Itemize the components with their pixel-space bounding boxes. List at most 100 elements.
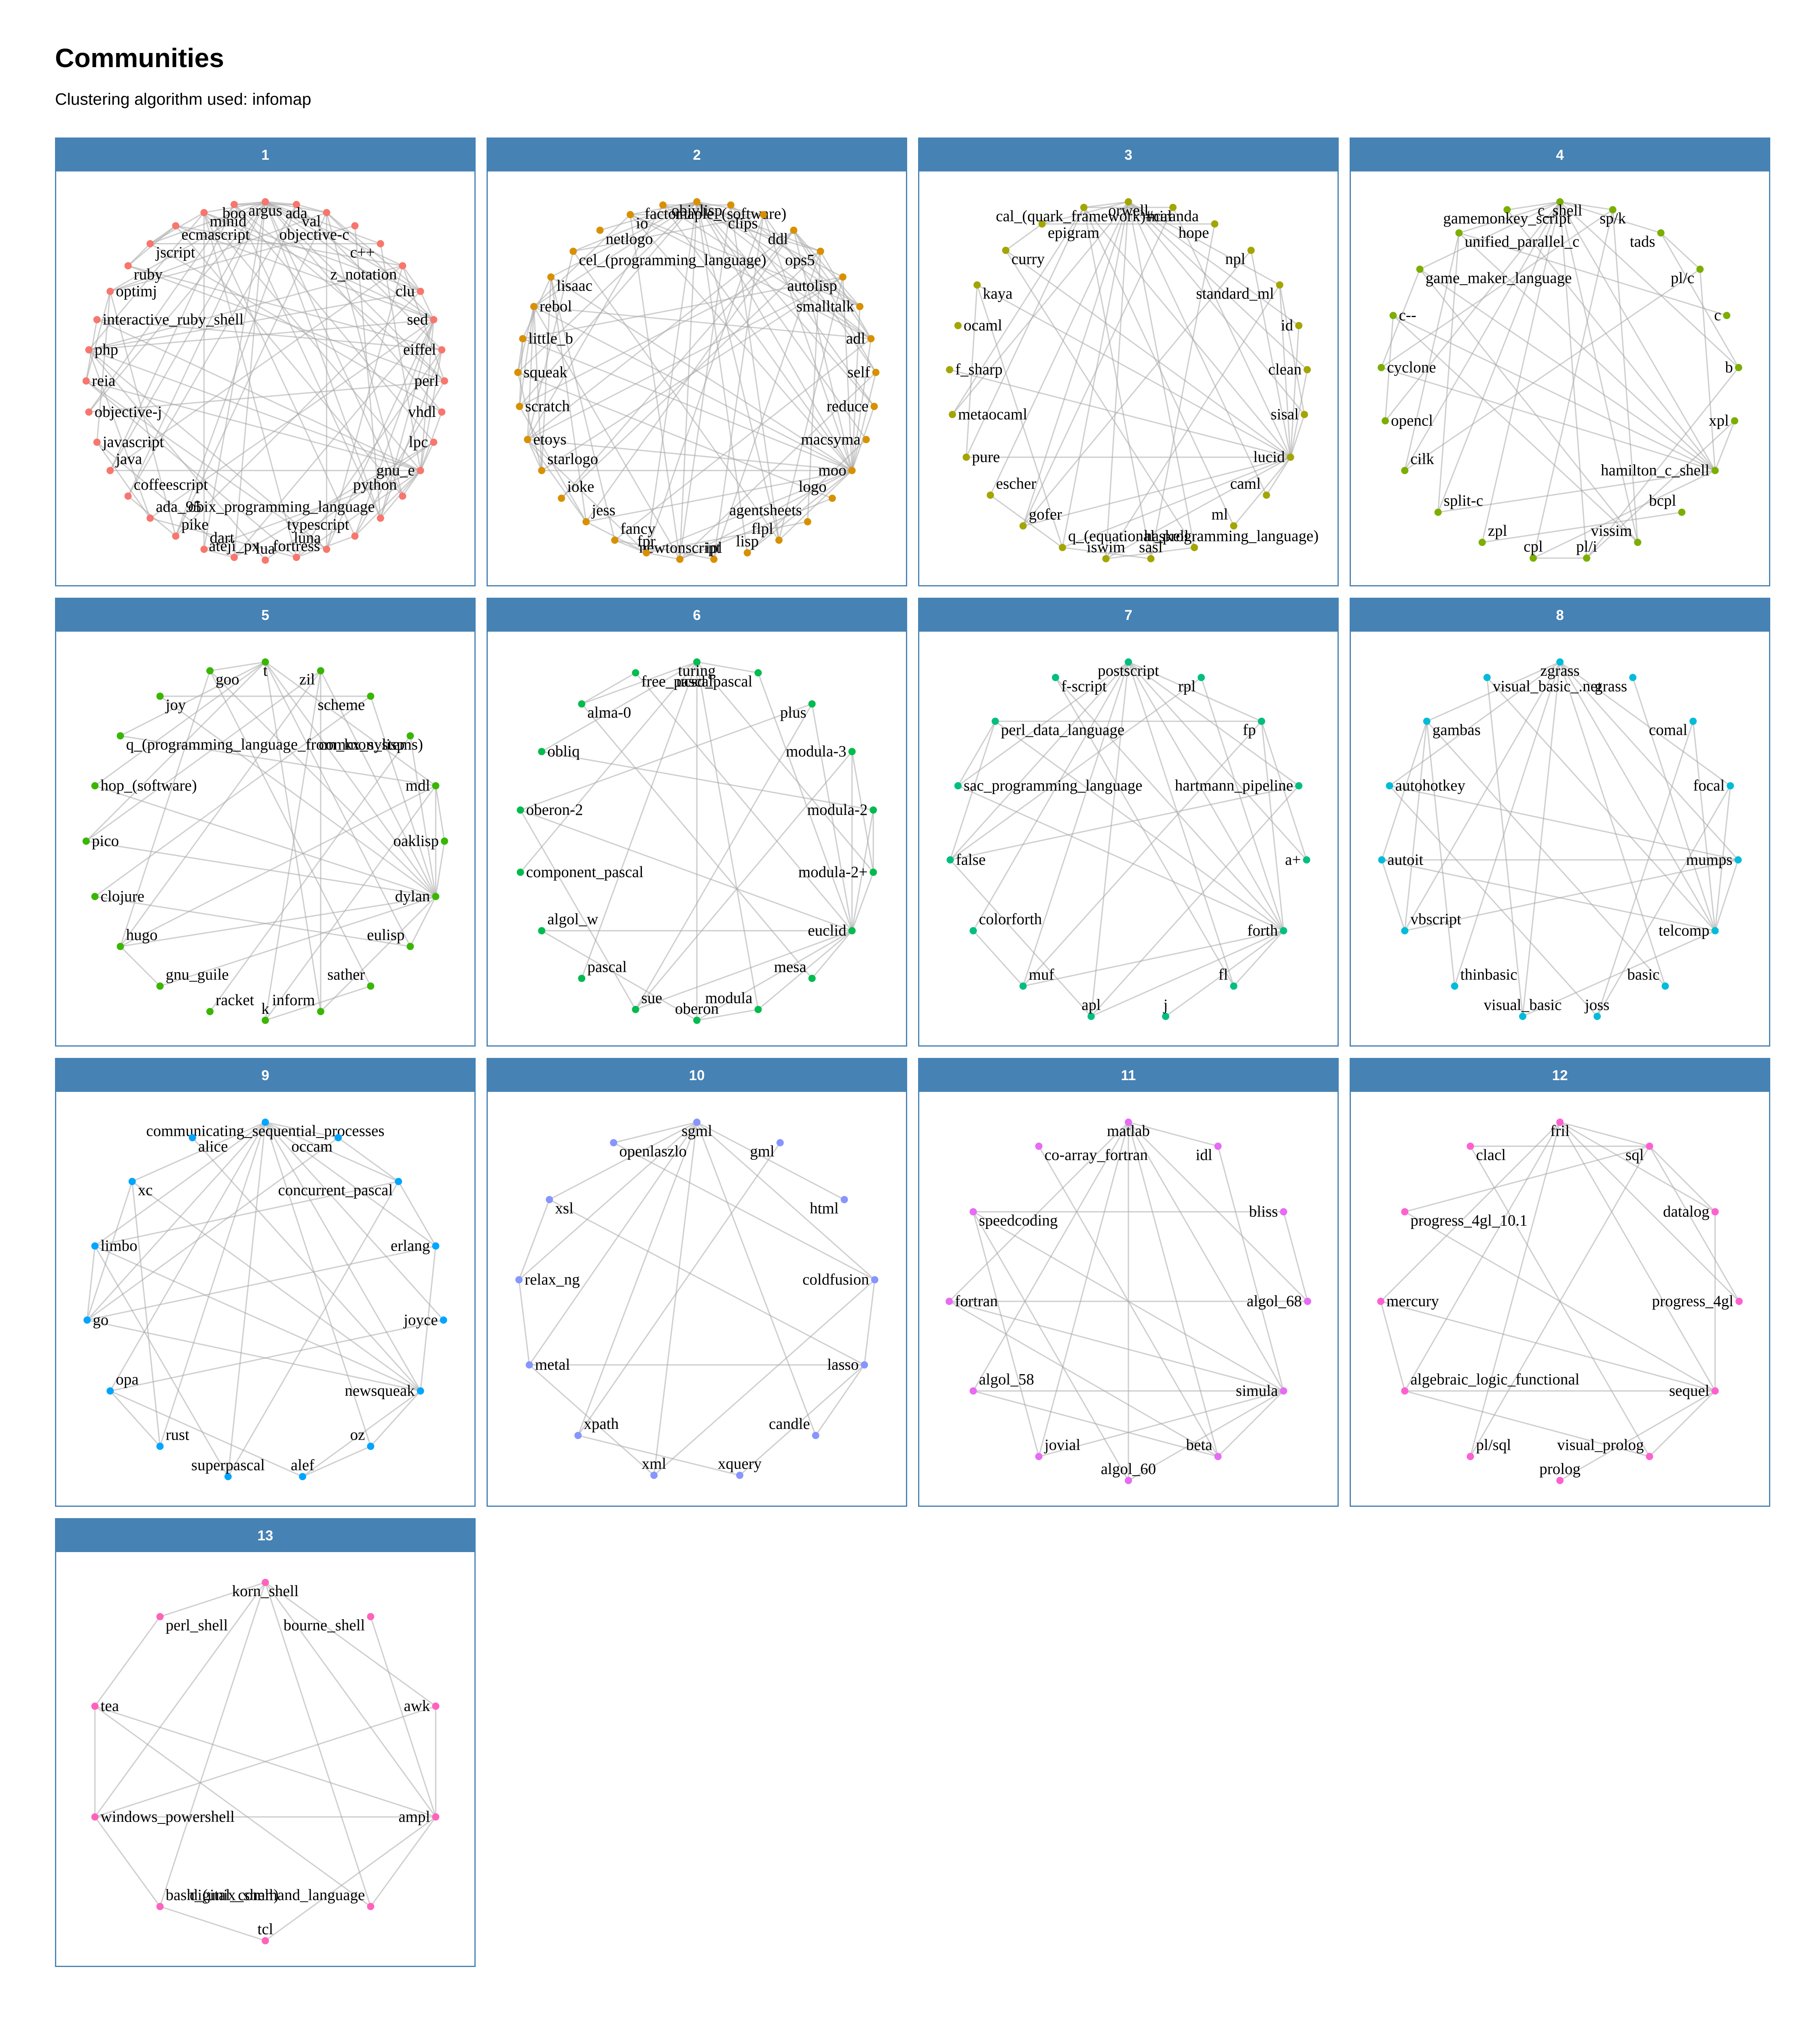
network-node[interactable] <box>1483 674 1491 681</box>
network-node[interactable] <box>1434 508 1442 516</box>
network-node[interactable] <box>828 495 836 502</box>
network-node[interactable] <box>516 868 524 876</box>
network-node[interactable] <box>1467 1142 1474 1150</box>
network-node[interactable] <box>93 438 101 446</box>
network-node[interactable] <box>262 556 269 564</box>
network-node[interactable] <box>632 669 639 677</box>
network-node[interactable] <box>417 288 424 295</box>
network-node[interactable] <box>1191 544 1198 551</box>
network-node[interactable] <box>693 198 700 205</box>
network-node[interactable] <box>817 247 824 255</box>
network-node[interactable] <box>1382 417 1389 425</box>
network-node[interactable] <box>558 495 565 502</box>
network-node[interactable] <box>432 893 440 900</box>
network-node[interactable] <box>367 982 375 990</box>
network-node[interactable] <box>693 1119 700 1126</box>
network-node[interactable] <box>91 782 99 790</box>
network-node[interactable] <box>650 1472 658 1479</box>
network-node[interactable] <box>1455 229 1463 237</box>
network-node[interactable] <box>1711 927 1719 935</box>
network-node[interactable] <box>870 403 878 410</box>
network-node[interactable] <box>861 1361 868 1369</box>
network-node[interactable] <box>106 467 114 474</box>
network-node[interactable] <box>954 322 962 330</box>
network-node[interactable] <box>1734 856 1742 864</box>
network-node[interactable] <box>128 1178 136 1185</box>
network-node[interactable] <box>1634 539 1642 546</box>
network-node[interactable] <box>292 201 300 208</box>
network-node[interactable] <box>1198 674 1205 681</box>
network-node[interactable] <box>870 806 877 814</box>
network-node[interactable] <box>516 403 523 410</box>
network-node[interactable] <box>808 975 816 982</box>
network-node[interactable] <box>224 1473 232 1481</box>
network-node[interactable] <box>83 1316 91 1324</box>
network-node[interactable] <box>206 667 214 675</box>
network-node[interactable] <box>1304 1298 1311 1305</box>
network-node[interactable] <box>1276 281 1284 289</box>
network-node[interactable] <box>1230 982 1238 990</box>
network-node[interactable] <box>1696 265 1704 273</box>
network-node[interactable] <box>1211 220 1219 228</box>
network-node[interactable] <box>862 436 870 443</box>
network-node[interactable] <box>85 346 93 354</box>
network-node[interactable] <box>871 1276 878 1284</box>
network-node[interactable] <box>1019 522 1027 530</box>
network-node[interactable] <box>417 467 424 474</box>
network-node[interactable] <box>1711 467 1719 474</box>
network-node[interactable] <box>200 546 208 553</box>
network-node[interactable] <box>172 532 180 540</box>
network-node[interactable] <box>1629 674 1637 681</box>
network-node[interactable] <box>432 1703 440 1710</box>
network-node[interactable] <box>440 1316 447 1324</box>
network-node[interactable] <box>954 782 962 790</box>
network-node[interactable] <box>946 366 953 374</box>
network-node[interactable] <box>546 1196 553 1203</box>
network-node[interactable] <box>514 368 522 376</box>
network-node[interactable] <box>1162 1013 1170 1020</box>
network-node[interactable] <box>156 692 164 700</box>
network-node[interactable] <box>206 1008 214 1015</box>
network-node[interactable] <box>1378 856 1386 864</box>
network-node[interactable] <box>848 467 856 474</box>
network-node[interactable] <box>399 492 406 500</box>
network-node[interactable] <box>1386 782 1393 790</box>
network-node[interactable] <box>156 982 164 990</box>
network-node[interactable] <box>848 748 856 755</box>
network-node[interactable] <box>1389 312 1397 319</box>
network-node[interactable] <box>106 288 114 295</box>
network-node[interactable] <box>146 514 154 522</box>
network-node[interactable] <box>317 1008 324 1015</box>
network-node[interactable] <box>1556 1119 1564 1126</box>
network-node[interactable] <box>406 732 414 740</box>
network-node[interactable] <box>1401 1208 1409 1216</box>
network-node[interactable] <box>1304 366 1311 374</box>
network-node[interactable] <box>547 273 555 281</box>
network-node[interactable] <box>538 748 546 755</box>
network-node[interactable] <box>986 491 994 499</box>
network-node[interactable] <box>323 209 330 216</box>
network-node[interactable] <box>1102 555 1110 563</box>
network-node[interactable] <box>760 211 767 218</box>
network-node[interactable] <box>948 411 956 419</box>
network-node[interactable] <box>775 536 783 544</box>
network-node[interactable] <box>569 247 577 255</box>
network-node[interactable] <box>91 1242 99 1250</box>
network-node[interactable] <box>659 201 667 209</box>
network-node[interactable] <box>438 408 446 416</box>
network-node[interactable] <box>432 782 440 790</box>
network-node[interactable] <box>538 927 546 935</box>
network-node[interactable] <box>812 1432 819 1439</box>
network-node[interactable] <box>1401 927 1409 935</box>
network-node[interactable] <box>1731 417 1738 425</box>
network-node[interactable] <box>1583 554 1591 562</box>
network-node[interactable] <box>377 514 384 522</box>
network-node[interactable] <box>1401 1387 1409 1395</box>
network-node[interactable] <box>1594 1013 1601 1020</box>
network-node[interactable] <box>124 492 132 500</box>
network-node[interactable] <box>441 377 448 385</box>
network-node[interactable] <box>334 1134 342 1142</box>
network-node[interactable] <box>1214 1453 1222 1460</box>
network-node[interactable] <box>262 1017 269 1024</box>
network-node[interactable] <box>1125 1477 1132 1484</box>
